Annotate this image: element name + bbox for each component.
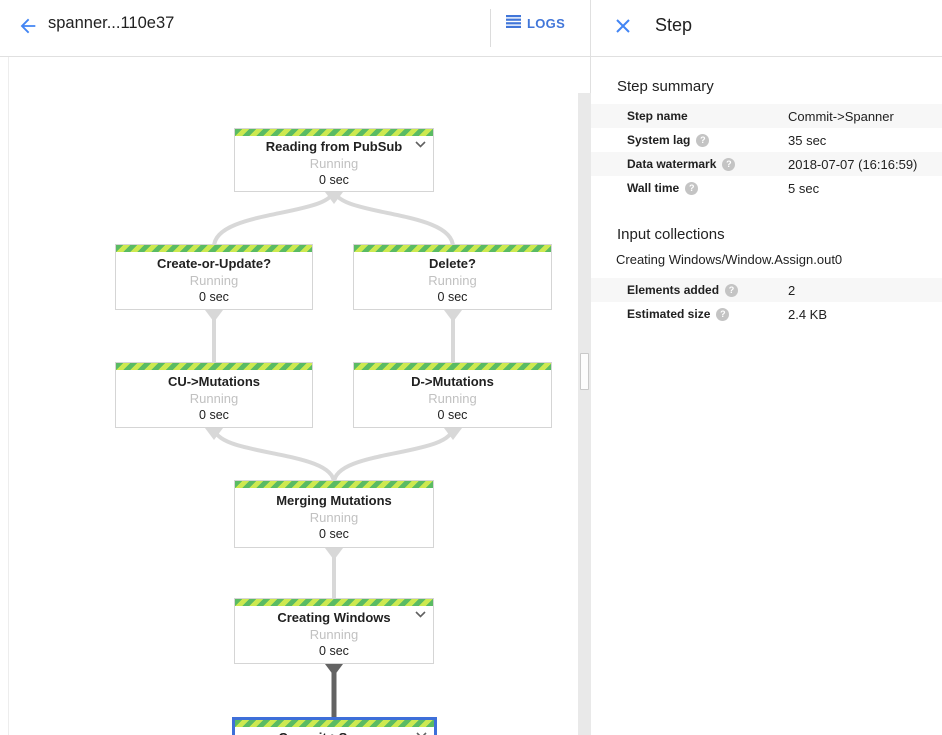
running-stripe <box>235 720 434 727</box>
node-time: 0 sec <box>199 290 229 304</box>
node-time: 0 sec <box>437 408 468 422</box>
panel-body: Step summary Step name Commit->Spanner S… <box>591 57 942 326</box>
job-graph: Reading from PubSub Running 0 sec Create… <box>0 57 590 735</box>
node-status: Running <box>189 391 239 406</box>
running-stripe <box>354 363 551 370</box>
row-label: System lag <box>627 133 691 147</box>
chevron-down-icon[interactable] <box>415 611 426 618</box>
help-icon[interactable]: ? <box>725 283 739 297</box>
row-value: Commit->Spanner <box>788 108 894 124</box>
help-icon[interactable]: ? <box>722 157 736 171</box>
running-stripe <box>235 481 433 488</box>
node-time: 0 sec <box>319 173 349 187</box>
row-label: Wall time <box>627 181 680 195</box>
help-icon[interactable]: ? <box>716 307 730 321</box>
node-title: Delete? <box>429 256 476 271</box>
table-row: Estimated size? 2.4 KB <box>591 302 942 326</box>
input-collections-table: Elements added? 2 Estimated size? 2.4 KB <box>591 278 942 326</box>
job-title: spanner...110e37 <box>48 14 175 32</box>
table-row: System lag? 35 sec <box>591 128 942 152</box>
help-icon[interactable]: ? <box>696 133 710 147</box>
chevron-down-icon[interactable] <box>415 141 426 148</box>
graph-scrollbar-handle[interactable] <box>580 353 589 390</box>
input-collection-name[interactable]: Creating Windows/Window.Assign.out0 <box>616 252 843 267</box>
step-details-panel: Step Step summary Step name Commit->Span… <box>590 0 942 735</box>
node-time: 0 sec <box>319 644 349 658</box>
logs-list-icon <box>506 14 521 33</box>
running-stripe <box>116 363 312 370</box>
logs-button[interactable]: LOGS <box>506 14 565 33</box>
row-label: Data watermark <box>627 157 717 171</box>
row-value: 35 sec <box>788 132 827 148</box>
node-time: 0 sec <box>319 527 349 541</box>
graph-node-commit-spanner-selected[interactable]: Commit->Spanner Part running 5 sec <box>232 717 437 735</box>
table-row: Data watermark? 2018-07-07 (16:16:59) <box>591 152 942 176</box>
node-title: Creating Windows <box>277 610 391 625</box>
row-value: 2.4 KB <box>788 306 828 322</box>
graph-node-creating-windows[interactable]: Creating Windows Running 0 sec <box>234 598 434 664</box>
header-divider <box>490 9 491 47</box>
running-stripe <box>235 129 433 136</box>
graph-node-cu-mutations[interactable]: CU->Mutations Running 0 sec <box>115 362 313 428</box>
node-status: Running <box>428 391 477 406</box>
running-stripe <box>235 599 433 606</box>
table-row: Step name Commit->Spanner <box>591 104 942 128</box>
running-stripe <box>116 245 312 252</box>
top-header-bar: spanner...110e37 LOGS <box>0 0 590 57</box>
graph-node-merging-mutations[interactable]: Merging Mutations Running 0 sec <box>234 480 434 548</box>
node-title: D->Mutations <box>411 374 494 389</box>
back-arrow-icon <box>17 15 39 42</box>
input-collections-heading: Input collections <box>617 226 725 243</box>
node-status: Running <box>428 273 477 288</box>
panel-header: Step <box>591 0 942 57</box>
graph-node-d-mutations[interactable]: D->Mutations Running 0 sec <box>353 362 552 428</box>
node-title: Commit->Spanner <box>278 729 390 735</box>
graph-node-delete[interactable]: Delete? Running 0 sec <box>353 244 552 310</box>
node-title: CU->Mutations <box>167 374 261 389</box>
row-label: Step name <box>627 109 688 123</box>
node-time: 0 sec <box>199 408 229 422</box>
step-summary-heading: Step summary <box>617 78 714 95</box>
node-status: Running <box>309 156 359 171</box>
node-title: Create-or-Update? <box>156 256 272 271</box>
graph-node-create-or-update[interactable]: Create-or-Update? Running 0 sec <box>115 244 313 310</box>
table-row: Elements added? 2 <box>591 278 942 302</box>
node-time: 0 sec <box>437 290 468 304</box>
node-status: Running <box>309 510 359 525</box>
node-status: Running <box>189 273 239 288</box>
row-label: Elements added <box>627 283 720 297</box>
close-icon <box>615 18 631 39</box>
back-button[interactable] <box>12 12 44 44</box>
row-label: Estimated size <box>627 307 711 321</box>
node-title: Merging Mutations <box>276 493 392 508</box>
row-value: 2 <box>788 282 796 298</box>
help-icon[interactable]: ? <box>685 181 699 195</box>
node-title: Reading from PubSub <box>265 139 403 154</box>
graph-canvas-edge-line <box>8 57 9 735</box>
graph-node-reading-from-pubsub[interactable]: Reading from PubSub Running 0 sec <box>234 128 434 192</box>
panel-title: Step <box>655 15 693 35</box>
close-panel-button[interactable] <box>609 14 637 42</box>
table-row: Wall time? 5 sec <box>591 176 942 200</box>
row-value: 5 sec <box>788 180 820 196</box>
step-summary-table: Step name Commit->Spanner System lag? 35… <box>591 104 942 200</box>
graph-scrollbar-track[interactable] <box>578 93 591 735</box>
row-value: 2018-07-07 (16:16:59) <box>788 156 918 172</box>
logs-button-label: LOGS <box>527 16 566 31</box>
node-status: Running <box>309 627 359 642</box>
running-stripe <box>354 245 551 252</box>
